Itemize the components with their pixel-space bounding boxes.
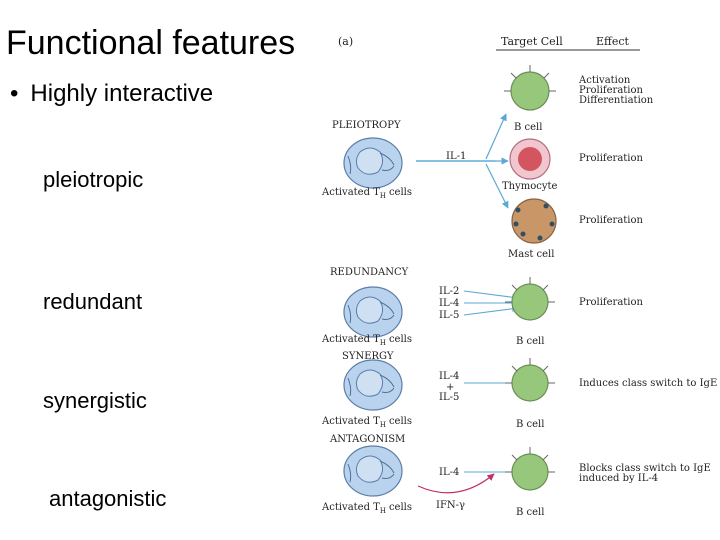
target-mast-cell xyxy=(511,198,557,244)
section-synergy: SYNERGY xyxy=(342,351,394,362)
section-pleiotropy: PLEIOTROPY xyxy=(332,120,401,131)
th-cell-1 xyxy=(343,137,403,189)
arrow-il2 xyxy=(463,290,519,301)
effect-proliferation-thymocyte: Proliferation xyxy=(579,153,644,164)
target-bcell-2 xyxy=(505,277,555,321)
cytokine-ifn-gamma: IFN-γ xyxy=(436,500,465,511)
target-bcell-4 xyxy=(505,447,555,491)
target-label-bcell-4: B cell xyxy=(516,507,544,518)
target-label-bcell-2: B cell xyxy=(516,336,544,347)
target-label-bcell-3: B cell xyxy=(516,419,544,430)
cytokine-il4-synergy: IL-4 xyxy=(439,371,459,382)
cytokine-il2: IL-2 xyxy=(439,286,459,297)
effect-proliferation-mast: Proliferation xyxy=(579,215,644,226)
cytokine-properties-figure: (a) Target Cell Effect PLEIOTROPY REDUND… xyxy=(321,35,717,518)
label-pleiotropic: pleiotropic xyxy=(43,167,144,192)
cytokine-il1: IL-1 xyxy=(446,151,466,162)
label-redundant: redundant xyxy=(43,289,143,314)
effect-differentiation: Differentiation xyxy=(579,95,654,106)
target-label-mast-cell: Mast cell xyxy=(508,249,554,260)
section-redundancy: REDUNDANCY xyxy=(330,267,409,278)
label-antagonistic: antagonistic xyxy=(49,486,167,511)
col-header-target: Target Cell xyxy=(501,35,563,48)
panel-label: (a) xyxy=(338,35,353,48)
bullet-highly-interactive: • Highly interactive xyxy=(10,80,213,108)
arrow-il1-bcell xyxy=(485,113,507,160)
effect-activation: Activation xyxy=(578,75,631,86)
arrow-il5-redundant xyxy=(463,305,519,316)
cytokine-il5-redundant: IL-5 xyxy=(439,310,459,321)
effect-blocks-line2: induced by IL-4 xyxy=(579,473,658,484)
bullet-dot: • xyxy=(10,80,19,107)
col-header-effect: Effect xyxy=(596,35,630,48)
arrow-ifn-gamma-block xyxy=(417,473,495,494)
cytokine-il4-antagonism: IL-4 xyxy=(439,467,459,478)
target-label-bcell-1: B cell xyxy=(514,122,542,133)
effect-class-switch: Induces class switch to IgE xyxy=(579,378,717,389)
label-synergistic: synergistic xyxy=(43,388,147,413)
target-thymocyte xyxy=(509,138,551,180)
th-cell-3 xyxy=(343,359,403,411)
bullet-text: Highly interactive xyxy=(30,80,214,107)
cytokine-il5-synergy: IL-5 xyxy=(439,392,459,403)
slide-title: Functional features xyxy=(6,24,296,62)
cytokine-il4-redundant: IL-4 xyxy=(439,298,459,309)
cytokine-plus: + xyxy=(446,382,454,393)
target-label-thymocyte: Thymocyte xyxy=(502,181,558,192)
effect-proliferation-bcell: Proliferation xyxy=(579,85,644,96)
arrow-il1-mast xyxy=(485,163,509,209)
section-antagonism: ANTAGONISM xyxy=(329,434,405,445)
th-cell-4 xyxy=(343,445,403,497)
target-bcell-1 xyxy=(504,65,556,111)
effect-blocks-line1: Blocks class switch to IgE xyxy=(579,463,711,474)
th-cell-2 xyxy=(343,286,403,338)
effect-proliferation-redundant: Proliferation xyxy=(579,297,644,308)
target-bcell-3 xyxy=(505,358,555,402)
